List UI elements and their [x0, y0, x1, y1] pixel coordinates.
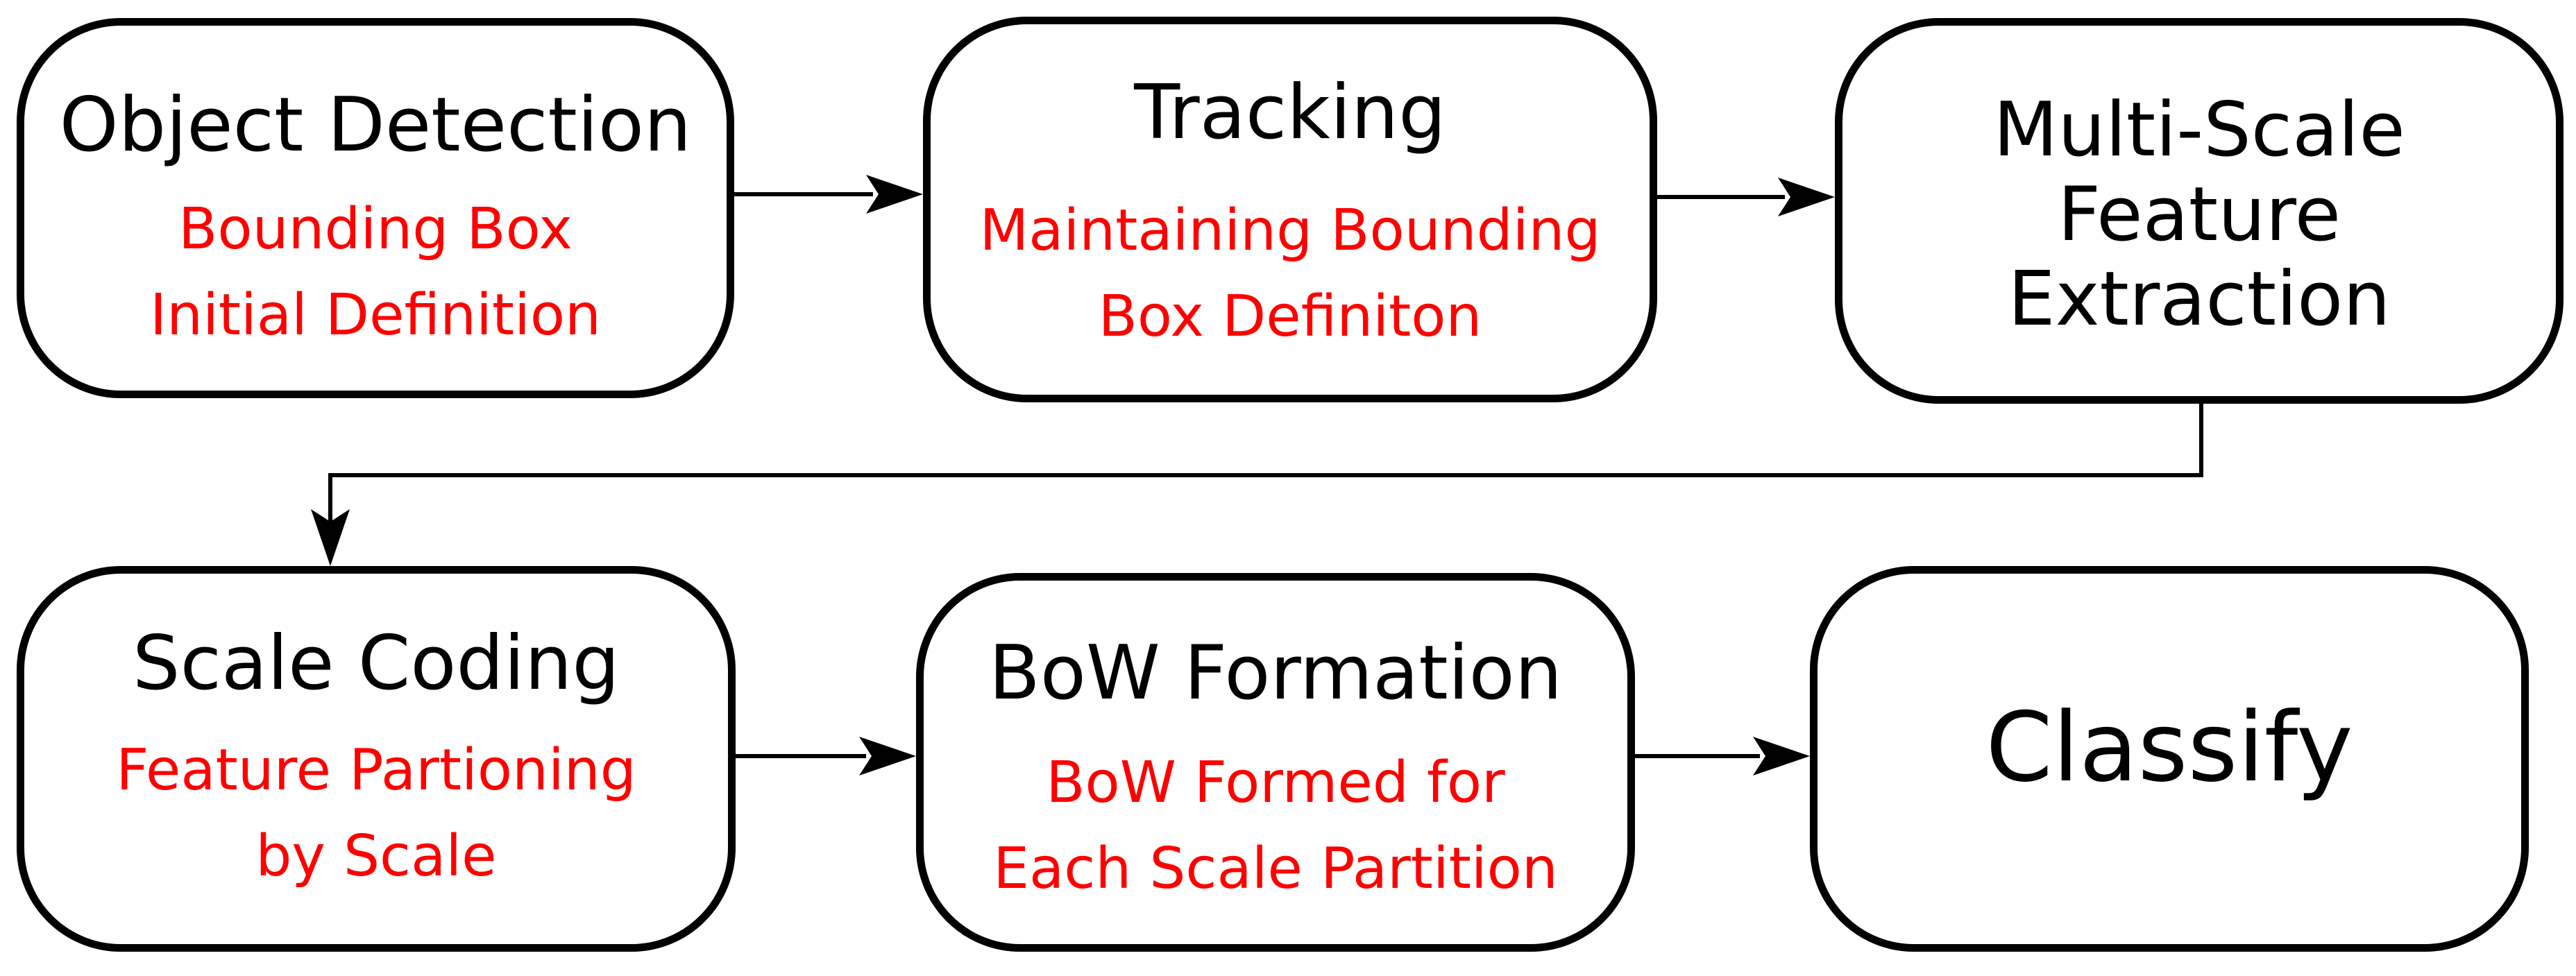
node-multi-scale-feature-extraction: Multi-Scale Feature Extraction	[1835, 18, 2564, 404]
node-title-line: Extraction	[2008, 256, 2391, 343]
node-subtitle-line: Maintaining Bounding	[979, 198, 1601, 264]
node-subtitle: Maintaining Bounding Box Definiton	[931, 188, 1650, 360]
node-title: Multi-Scale Feature Extraction	[1842, 88, 2556, 342]
node-subtitle-line: by Scale	[255, 823, 497, 889]
node-object-detection: Object Detection Bounding Box Initial De…	[17, 18, 734, 398]
node-subtitle-line: Initial Definition	[149, 282, 602, 348]
node-title: Object Detection	[59, 82, 692, 169]
arrowhead-icon	[1778, 178, 1835, 216]
node-title: Classify	[1985, 692, 2353, 803]
node-title-line: Feature	[2057, 171, 2341, 258]
node-subtitle-line: Box Definiton	[1098, 284, 1482, 350]
node-tracking: Tracking Maintaining Bounding Box Defini…	[923, 17, 1657, 402]
node-classify: Classify	[1810, 566, 2529, 952]
arrowhead-icon	[866, 175, 923, 214]
node-title-line: Multi-Scale	[1993, 87, 2405, 173]
node-scale-coding: Scale Coding Feature Partioning by Scale	[17, 566, 736, 952]
arrowhead-icon	[859, 737, 916, 776]
edge-multiscale-to-scale-coding	[328, 404, 2203, 527]
arrowhead-icon	[311, 509, 350, 566]
node-subtitle-line: Bounding Box	[178, 196, 573, 262]
node-subtitle-line: Each Scale Partition	[993, 836, 1558, 902]
node-title: Scale Coding	[133, 620, 620, 707]
node-bow-formation: BoW Formation BoW Formed for Each Scale …	[916, 573, 1635, 952]
node-subtitle: BoW Formed for Each Scale Partition	[924, 740, 1627, 912]
node-title: Tracking	[1134, 69, 1446, 156]
arrowhead-icon	[1753, 737, 1810, 776]
node-subtitle: Bounding Box Initial Definition	[24, 187, 727, 359]
node-subtitle-line: Feature Partioning	[116, 737, 636, 803]
node-subtitle-line: BoW Formed for	[1046, 750, 1505, 816]
node-title: BoW Formation	[988, 630, 1563, 717]
node-subtitle: Feature Partioning by Scale	[24, 728, 728, 900]
